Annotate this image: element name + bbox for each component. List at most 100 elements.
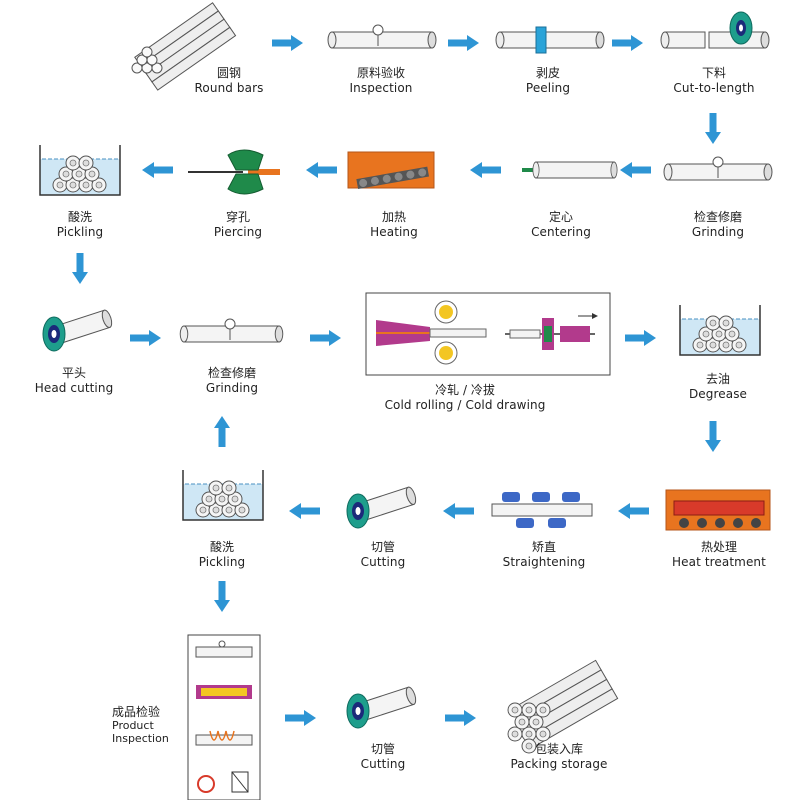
cold-rolling-panel — [365, 292, 611, 376]
arrow-icon — [285, 710, 316, 726]
label-zh: 切管 — [370, 742, 395, 756]
label-zh: 酸洗 — [67, 210, 93, 224]
label-zh: 包装入库 — [534, 742, 583, 756]
label-zh: 去油 — [705, 372, 730, 386]
label-zh: 平头 — [61, 366, 86, 380]
label-zh: 剥皮 — [535, 66, 561, 80]
label-en: Pickling — [56, 225, 104, 239]
arrow-icon — [470, 162, 501, 178]
label-zh: 原料验收 — [356, 66, 406, 80]
label-zh: 检查修磨 — [207, 366, 256, 380]
label-zh: 检查修磨 — [693, 210, 742, 224]
arrow-icon — [142, 162, 173, 178]
peeling-pipe-icon — [495, 26, 605, 54]
label-pickling-1: 酸洗 Pickling — [57, 210, 104, 240]
label-packing: 包装入库 Packing storage — [510, 742, 607, 772]
label-en: Packing storage — [510, 757, 608, 771]
label-en: Pickling — [198, 555, 246, 569]
label-en: Piercing — [213, 225, 263, 239]
arrow-icon — [214, 581, 230, 612]
label-en: Heat treatment — [672, 555, 766, 569]
arrow-icon — [443, 503, 474, 519]
arrow-icon — [705, 113, 721, 144]
arrow-icon — [130, 330, 161, 346]
label-en: Grinding — [205, 381, 259, 395]
label-zh: 定心 — [548, 210, 574, 224]
heating-furnace-icon — [347, 151, 435, 189]
arrow-icon — [445, 710, 476, 726]
label-inspection: 原料验收 Inspection — [350, 66, 413, 96]
label-en: Centering — [531, 225, 591, 239]
arrow-icon — [612, 35, 643, 51]
label-zh: 穿孔 — [225, 210, 251, 224]
label-zh: 成品检验 — [112, 705, 161, 719]
heat-treatment-furnace-icon — [665, 489, 771, 531]
arrow-icon — [448, 35, 479, 51]
degrease-tank-icon — [680, 305, 760, 355]
label-en: Degrease — [688, 387, 748, 401]
label-cutting-2: 切管 Cutting — [361, 742, 406, 772]
label-head-cutting: 平头 Head cutting — [35, 366, 114, 396]
centering-icon — [522, 161, 618, 179]
label-peeling: 剥皮 Peeling — [526, 66, 570, 96]
arrow-icon — [625, 330, 656, 346]
grinding-pipe-icon — [663, 156, 773, 181]
label-cut-to-length: 下料 Cut-to-length — [673, 66, 754, 96]
label-en: Cut-to-length — [673, 81, 755, 95]
arrow-icon — [618, 503, 649, 519]
label-zh: 冷轧 / 冷拔 — [435, 383, 495, 397]
arrow-icon — [310, 330, 341, 346]
arrow-icon — [620, 162, 651, 178]
label-en: Product — [112, 719, 154, 732]
label-round-bars: 圆钢 Round bars — [195, 66, 264, 96]
arrow-icon — [705, 421, 721, 452]
label-cold-rolling: 冷轧 / 冷拔 Cold rolling / Cold drawing — [385, 383, 546, 413]
label-en: Cutting — [360, 555, 406, 569]
label-cutting-1: 切管 Cutting — [361, 540, 406, 570]
label-straightening: 矫直 Straightening — [503, 540, 586, 570]
round-bars-icon — [131, 2, 237, 91]
label-zh: 切管 — [370, 540, 395, 554]
label-zh: 矫直 — [531, 540, 556, 554]
label-en: Cold rolling / Cold drawing — [384, 398, 546, 412]
arrow-icon — [272, 35, 303, 51]
label-pickling-2: 酸洗 Pickling — [199, 540, 246, 570]
label-en: Inspection — [112, 732, 169, 745]
cutting-icon — [344, 485, 419, 529]
label-en: Round bars — [194, 81, 264, 95]
pickling-tank-icon — [40, 145, 120, 195]
product-inspection-panel — [187, 634, 261, 800]
label-en: Peeling — [525, 81, 571, 95]
arrow-icon — [306, 162, 337, 178]
packing-bundle-icon — [507, 659, 619, 754]
label-product-inspection: 成品检验 Product Inspection — [112, 705, 169, 746]
label-en: Grinding — [691, 225, 745, 239]
cut-to-length-icon — [660, 11, 770, 49]
arrow-icon — [214, 416, 230, 447]
label-grinding-1: 检查修磨 Grinding — [692, 210, 744, 240]
label-zh: 热处理 — [700, 540, 738, 554]
label-zh: 加热 — [381, 210, 407, 224]
label-heat-treatment: 热处理 Heat treatment — [672, 540, 766, 570]
label-zh: 酸洗 — [209, 540, 235, 554]
grinding-pipe-icon-2 — [179, 318, 284, 343]
label-en: Heating — [370, 225, 418, 239]
label-centering: 定心 Centering — [531, 210, 591, 240]
cutting-icon-2 — [344, 685, 419, 729]
arrow-icon — [72, 253, 88, 284]
label-heating: 加热 Heating — [370, 210, 418, 240]
label-zh: 圆钢 — [216, 66, 242, 80]
straightening-icon — [491, 492, 593, 528]
label-en: Straightening — [502, 555, 586, 569]
arrow-icon — [289, 503, 320, 519]
label-en: Inspection — [349, 81, 413, 95]
label-degrease: 去油 Degrease — [689, 372, 747, 402]
label-piercing: 穿孔 Piercing — [214, 210, 262, 240]
head-cutting-icon — [40, 308, 115, 352]
piercing-icon — [188, 149, 280, 195]
label-en: Head cutting — [34, 381, 114, 395]
inspection-pipe-icon — [327, 24, 437, 49]
label-grinding-2: 检查修磨 Grinding — [206, 366, 258, 396]
label-zh: 下料 — [701, 66, 727, 80]
